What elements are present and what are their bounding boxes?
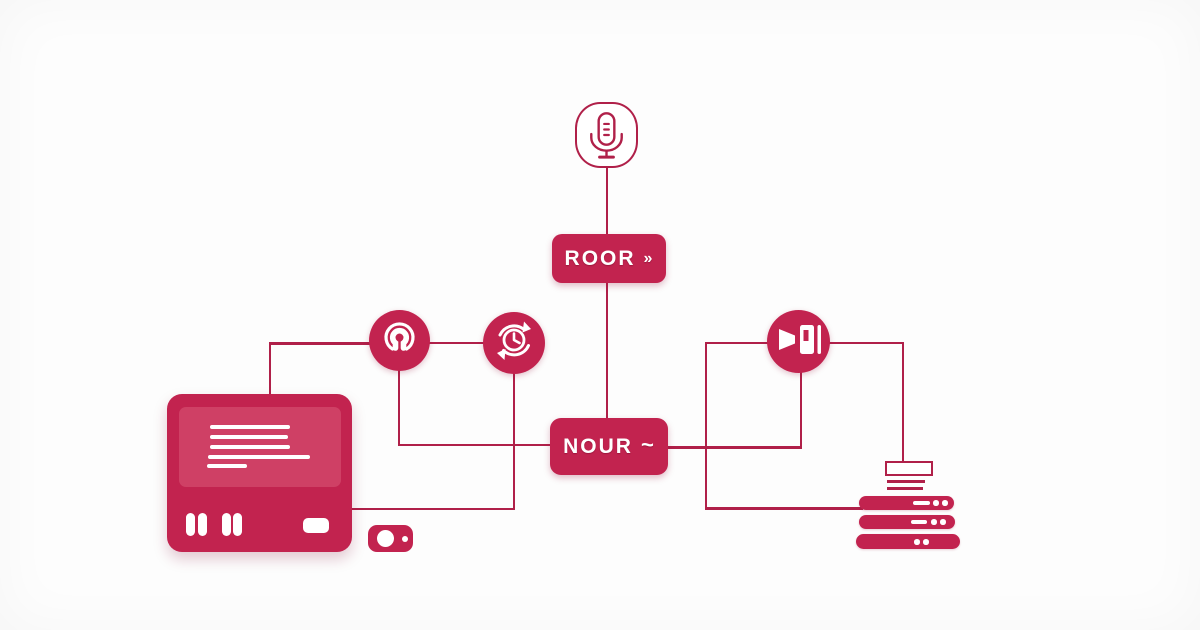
server-led (940, 519, 946, 525)
screen-text-line (208, 455, 310, 459)
history-clock-icon (483, 310, 545, 377)
history-node (483, 312, 545, 374)
document-line (887, 480, 925, 483)
server-led (914, 539, 920, 545)
server-bar (856, 534, 960, 549)
roor-label: ROOR (564, 246, 636, 270)
server-bar (859, 514, 955, 529)
speaker-node (767, 310, 830, 373)
screen-text-line (210, 435, 288, 439)
connector-speaker-right (829, 341, 904, 344)
microphone-icon (577, 112, 636, 170)
connector-history-terminal (351, 507, 515, 510)
server-led (923, 539, 929, 545)
server-led (942, 500, 948, 506)
nour-tilde: ~ (640, 431, 655, 457)
server-dash (911, 520, 927, 524)
connector-headset-down (397, 370, 400, 446)
speaker-icon (767, 308, 830, 376)
connector-card-stem (901, 341, 904, 463)
connector-trunk-servers (704, 507, 863, 510)
terminal-button (186, 513, 195, 536)
connector-roor-nour (605, 282, 608, 419)
camera-device (368, 525, 413, 552)
server-dash (913, 501, 930, 505)
screen-text-line (210, 425, 290, 429)
roor-chevrons: » (643, 249, 654, 267)
camera-dot (402, 535, 408, 542)
document-card (885, 461, 933, 476)
server-led (931, 519, 937, 525)
terminal-button (233, 513, 242, 536)
screen-text-line (210, 445, 290, 449)
terminal-device (167, 394, 352, 552)
nour-node: NOUR ~ (550, 418, 668, 475)
connector-terminal-headset (268, 342, 372, 345)
connector-history-down (512, 372, 515, 510)
document-line (887, 486, 923, 490)
connector-left-trunk (704, 341, 707, 510)
headset-node (369, 310, 430, 371)
server-bar (859, 495, 954, 510)
headset-icon (369, 308, 430, 374)
connector-nour-right (666, 446, 802, 449)
terminal-button (222, 513, 231, 536)
connector-speaker-stem (799, 371, 802, 449)
camera-lens (377, 530, 394, 547)
connector-headset-history (429, 341, 484, 344)
terminal-key (303, 518, 329, 533)
microphone-node (575, 102, 638, 168)
terminal-button (198, 513, 207, 536)
terminal-screen (179, 407, 341, 487)
nour-label: NOUR (563, 434, 633, 458)
connector-headset-nour (397, 443, 553, 446)
server-led (933, 500, 939, 506)
connector-speaker-left (704, 341, 770, 344)
roor-node: ROOR » (552, 234, 666, 283)
screen-text-line (207, 464, 247, 468)
connector-mic-roor (605, 168, 608, 236)
connector-terminal-up (268, 342, 271, 397)
